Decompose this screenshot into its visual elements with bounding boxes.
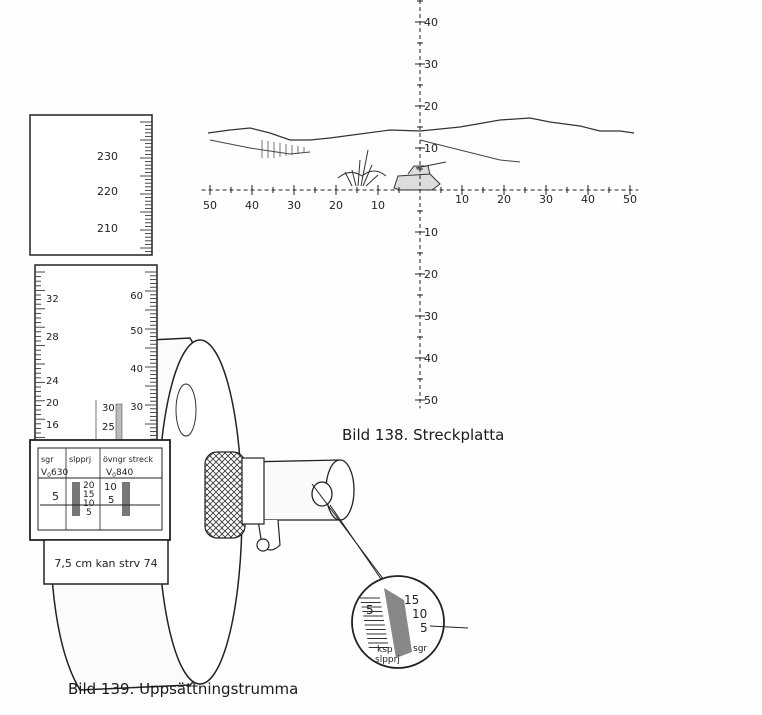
window-head-sgr: sgr	[41, 455, 54, 464]
reticle-v-label-down: 10	[424, 226, 438, 239]
magnifier-num-5-left: 5	[366, 603, 374, 617]
bush-sketch	[337, 149, 387, 187]
right-scale-label-40: 40	[130, 364, 143, 375]
reticle-h-label-left: 50	[203, 199, 217, 212]
window-mid-num-15: 15	[83, 490, 94, 500]
window-v630: V0630	[41, 468, 68, 479]
reticle-h-label-right: 40	[581, 193, 595, 206]
shaft-hole	[311, 481, 333, 507]
upper-scale-ticks	[140, 121, 152, 253]
lower-scale-ticks	[35, 271, 157, 440]
mid-scale-label-30: 30	[102, 403, 115, 414]
left-scale-label-28: 28	[46, 332, 59, 343]
magnifier-ticks	[360, 597, 389, 648]
reticle-h-label-right: 10	[455, 193, 469, 206]
right-scale-label-60: 60	[130, 291, 143, 302]
magnifier-scale-band	[384, 588, 412, 658]
window-scale-bar-mid	[72, 482, 80, 516]
window-mid-num-20: 20	[83, 481, 95, 491]
setting-drum-figure	[29, 114, 469, 691]
reticle-h-label-left: 20	[329, 199, 343, 212]
reticle-h-label-right: 50	[623, 193, 637, 206]
window-scale-bar-right	[122, 482, 130, 516]
right-scale-label-30: 30	[130, 402, 143, 413]
window-right-num-5: 5	[108, 495, 114, 506]
window-v840: V0840	[106, 468, 133, 479]
upper-scale-label-230: 230	[97, 150, 118, 163]
left-scale-label-32: 32	[46, 294, 59, 305]
left-scale-label-20: 20	[46, 398, 59, 409]
figure-138-caption: Bild 138. Streckplatta	[342, 426, 505, 444]
upper-scale-label-220: 220	[97, 185, 118, 198]
reticle-h-label-right: 20	[497, 193, 511, 206]
shaft-collar	[241, 457, 265, 525]
right-scale-label-50: 50	[130, 326, 143, 337]
reticle-v-label-down: 20	[424, 268, 438, 281]
knurled-ring	[204, 451, 246, 539]
drum-hub	[175, 383, 197, 437]
upper-scale-strip	[29, 114, 153, 256]
window-mid-num-10: 10	[83, 499, 95, 509]
reticle-v-label-down: 40	[424, 352, 438, 365]
window-right-num-10: 10	[104, 482, 117, 493]
reticle-figure: 50 40 30 20 10 10 20 30 40 50 10 20 30 40 10 20 30 40 50	[201, 0, 639, 409]
magnifier-pointer-line	[429, 625, 469, 629]
reticle-v-label-up: 20	[424, 100, 438, 113]
reticle-v-label-up: 40	[424, 16, 438, 29]
left-scale-label-16: 16	[46, 420, 59, 431]
window-left-num: 5	[52, 490, 59, 503]
reticle-crosshair	[201, 0, 639, 409]
reticle-labels: 50 40 30 20 10 10 20 30 40 50 10 20 30 40 10 20 30 40 50	[203, 16, 637, 407]
mid-scale-label-25: 25	[102, 422, 115, 433]
window-mid-num-5: 5	[86, 508, 92, 518]
magnifier-ksp: ksp	[377, 645, 393, 655]
reticle-h-label-right: 30	[539, 193, 553, 206]
magnifier-num-10: 10	[412, 607, 427, 621]
plate-label: 7,5 cm kan strv 74	[54, 557, 157, 570]
reticle-h-label-left: 40	[245, 199, 259, 212]
upper-scale-label-210: 210	[97, 222, 118, 235]
reticle-v-label-up: 10	[424, 142, 438, 155]
window-head-slpprj: slpprj	[69, 455, 91, 464]
left-scale-label-24: 24	[46, 376, 59, 387]
magnifier-slpprj: slpprj	[375, 655, 400, 665]
reticle-h-label-left: 30	[287, 199, 301, 212]
magnifier-num-15: 15	[404, 593, 419, 607]
magnifier-num-5-right: 5	[420, 621, 428, 635]
reticle-h-label-left: 10	[371, 199, 385, 212]
landscape-horizon	[207, 117, 635, 141]
reticle-v-label-down: 50	[424, 394, 438, 407]
clamp-screw	[256, 538, 270, 552]
label-plate	[43, 539, 169, 585]
magnifier-sgr: sgr	[413, 644, 427, 654]
mid-scale-bar	[115, 403, 123, 441]
reticle-v-label-down: 30	[424, 310, 438, 323]
reticle-v-label-up: 30	[424, 58, 438, 71]
figure-139-caption: Bild 139. Uppsättningstrumma	[68, 680, 299, 698]
landscape-hatching	[261, 140, 305, 158]
landscape-slope	[209, 139, 521, 163]
window-head-ovngr: övngr streck	[103, 455, 153, 464]
